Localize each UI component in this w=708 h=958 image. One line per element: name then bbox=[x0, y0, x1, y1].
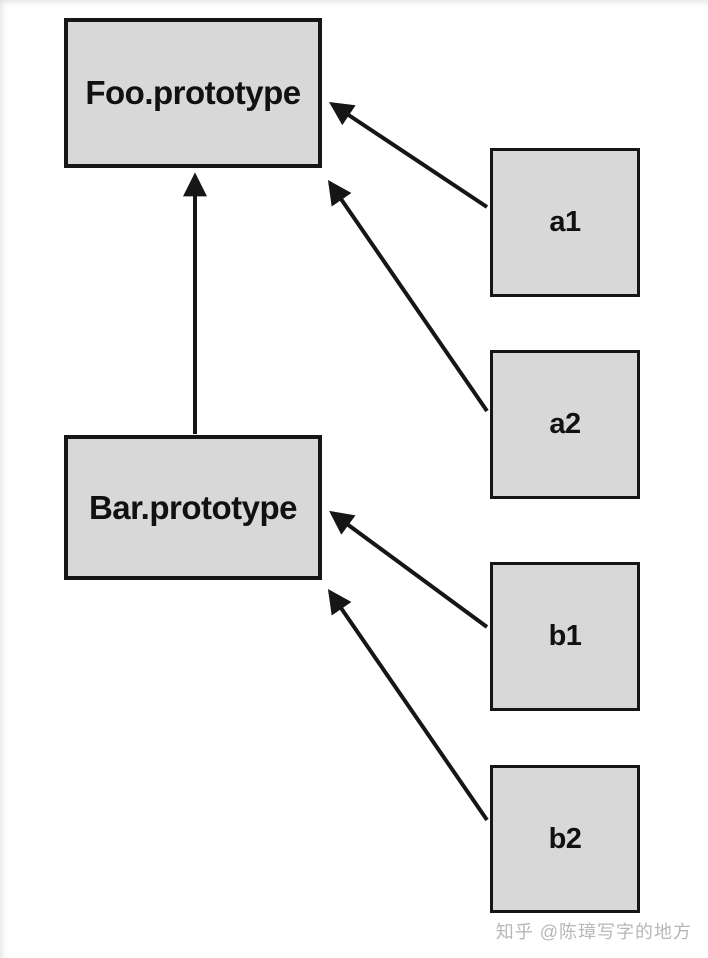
node-bar-prototype-label: Bar.prototype bbox=[88, 488, 298, 526]
edge-a2-to-foo-arrow bbox=[327, 180, 489, 413]
node-foo-prototype-label: Foo.prototype bbox=[85, 74, 301, 111]
edge-b1-to-bar-arrow bbox=[329, 510, 489, 629]
node-a1-label: a1 bbox=[549, 206, 581, 238]
edge-b2-to-bar-arrow bbox=[327, 589, 489, 822]
watermark-text: 知乎 @陈璋写字的地方 bbox=[495, 922, 692, 942]
edge-a1-to-foo-arrow bbox=[329, 102, 489, 209]
node-a1: a1 bbox=[490, 148, 640, 297]
node-b1-label: b1 bbox=[548, 620, 582, 652]
node-b1: b1 bbox=[490, 562, 640, 711]
node-b2: b2 bbox=[490, 765, 640, 913]
node-a2-label: a2 bbox=[549, 408, 581, 440]
node-bar-prototype: Bar.prototype bbox=[64, 435, 322, 580]
node-a2: a2 bbox=[490, 350, 640, 499]
node-b2-label: b2 bbox=[548, 822, 582, 855]
node-foo-prototype: Foo.prototype bbox=[64, 18, 322, 168]
